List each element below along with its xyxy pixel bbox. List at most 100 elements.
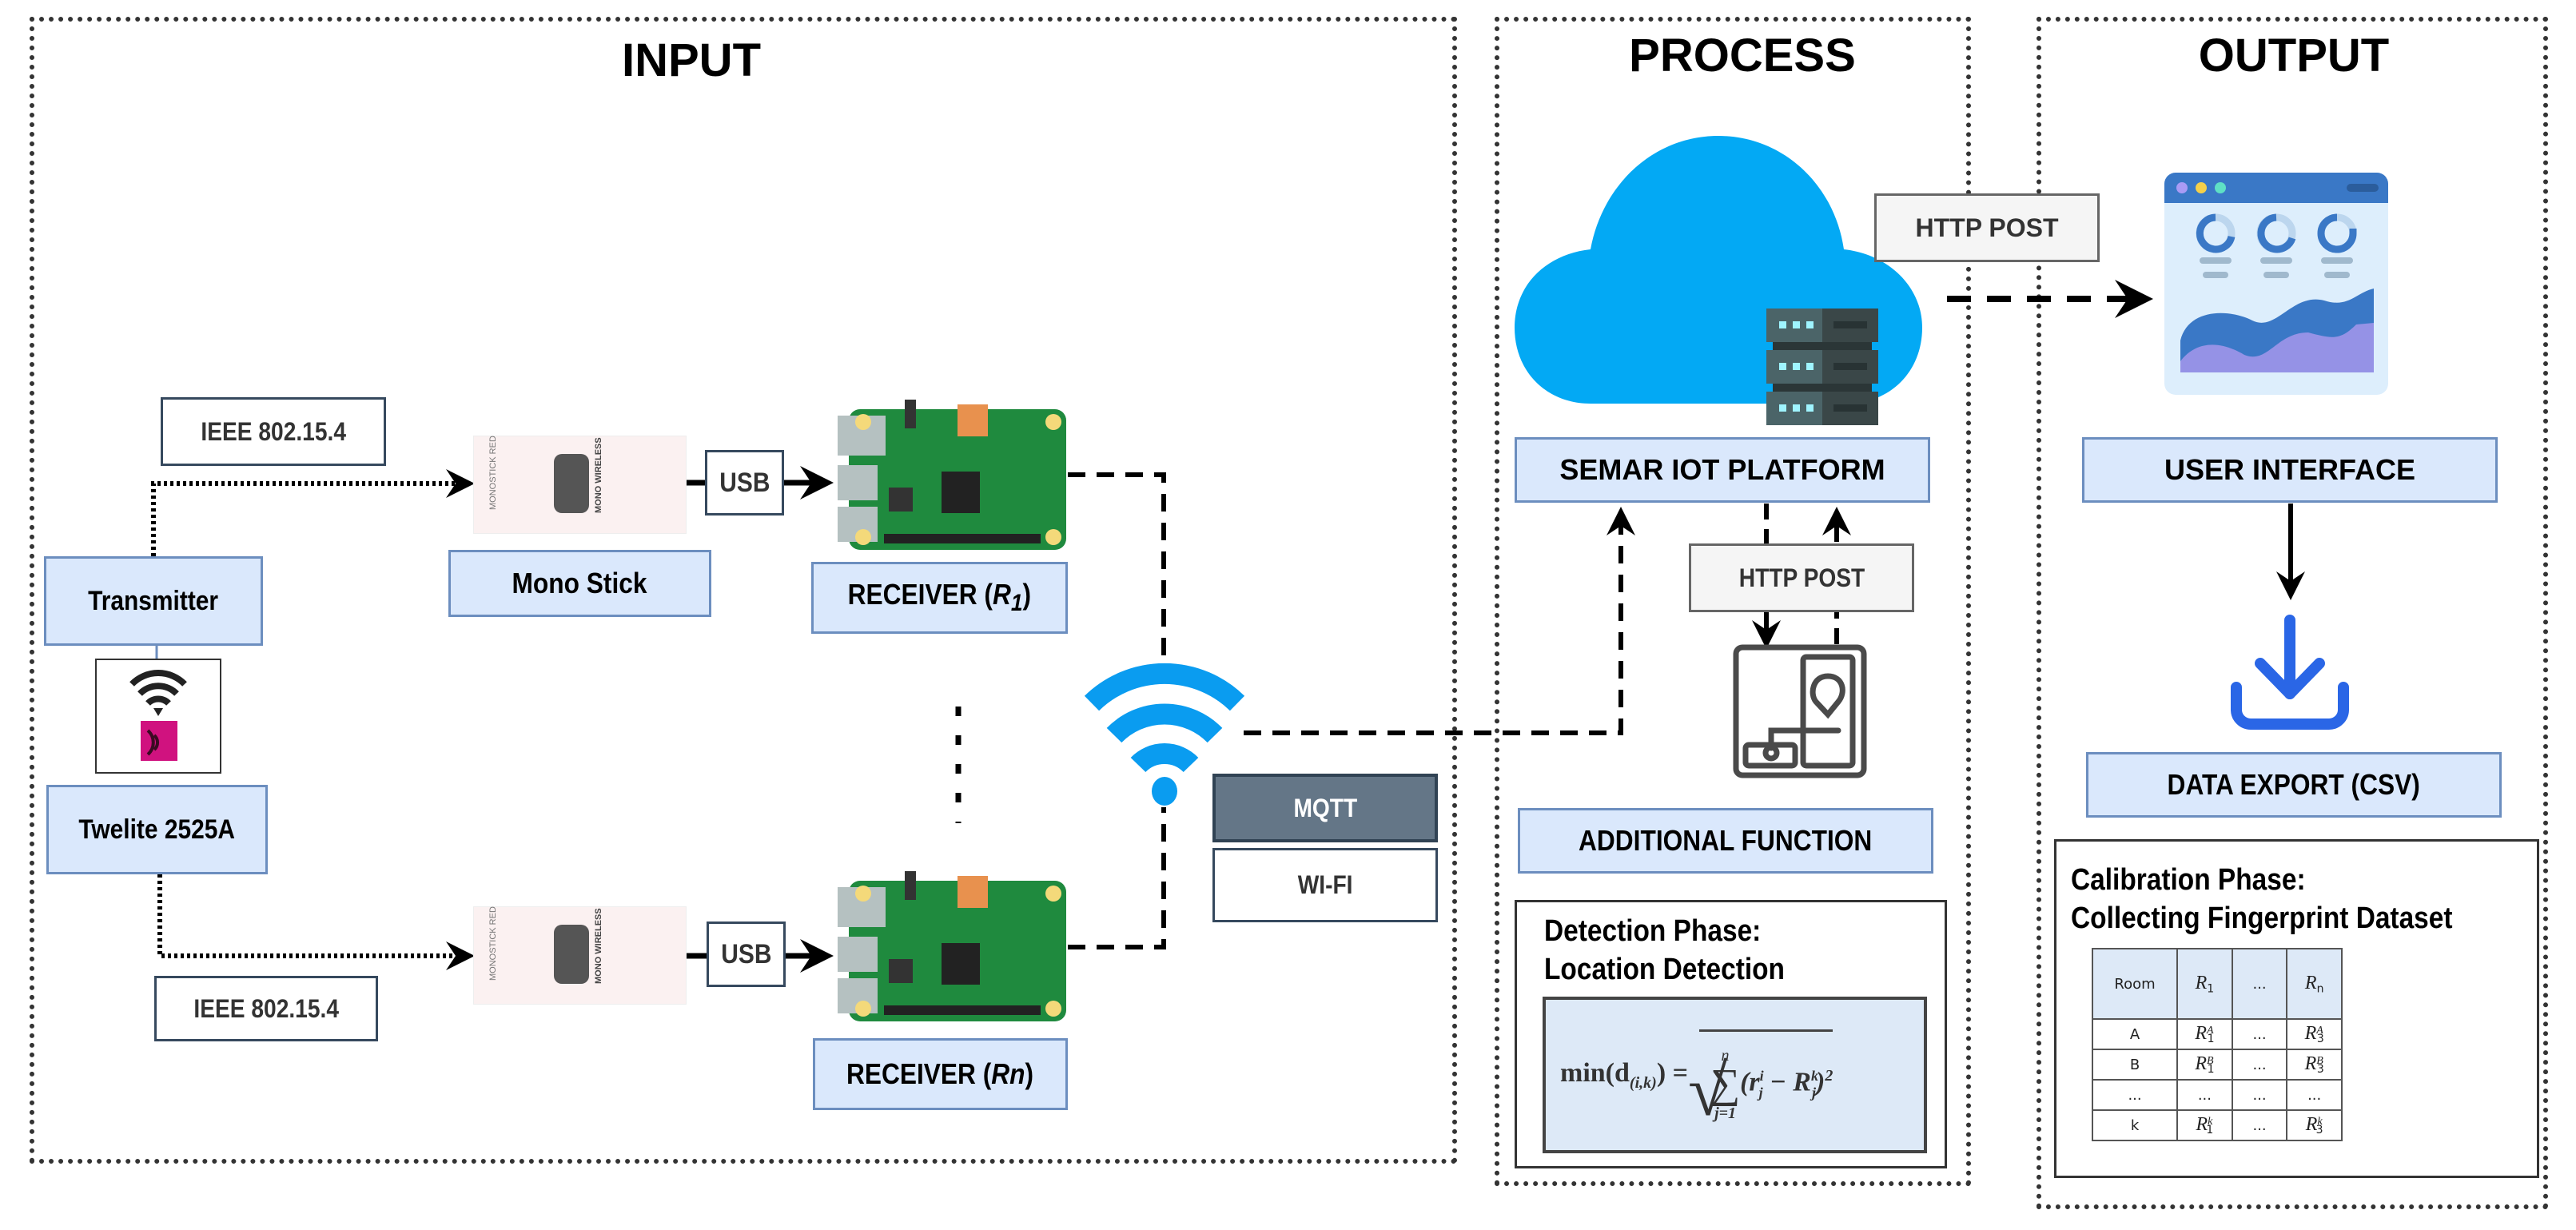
table-cell: Rk3 bbox=[2286, 1109, 2343, 1141]
table-cell: ... bbox=[2231, 1109, 2288, 1141]
detection-phase-title-line1: Detection Phase: bbox=[1544, 914, 1762, 948]
monostick-label: Mono Stick bbox=[448, 550, 711, 617]
table-cell: ... bbox=[2231, 1079, 2288, 1111]
usb-label-bottom-text: USB bbox=[720, 938, 772, 969]
monostick-brand: MONO WIRELESS bbox=[594, 908, 603, 984]
table-cell: RB3 bbox=[2286, 1049, 2343, 1081]
table-cell: ... bbox=[2286, 1079, 2343, 1111]
monostick-print: MONOSTICK RED bbox=[488, 436, 498, 510]
input-title: INPUT bbox=[622, 34, 761, 86]
formula-sqrt: √ n ∑ j=1 (rij − Rkj)2 bbox=[1688, 1029, 1833, 1131]
receiver-1-label: RECEIVER (R1) bbox=[811, 562, 1068, 634]
wifi-icon bbox=[1081, 659, 1248, 807]
link-transmitter-monostick bbox=[151, 469, 475, 556]
http-post-label-internal: HTTP POST bbox=[1689, 543, 1914, 612]
http-post-label-out-text: HTTP POST bbox=[1915, 213, 2059, 242]
table-cell: ... bbox=[2231, 1018, 2288, 1050]
user-interface-label: USER INTERFACE bbox=[2082, 437, 2498, 503]
download-icon bbox=[2230, 614, 2350, 730]
table-row: ............ bbox=[2091, 1079, 2343, 1111]
table-header-cell: R1 bbox=[2176, 948, 2233, 1020]
mqtt-label-text: MQTT bbox=[1293, 793, 1357, 822]
formula-lhs: min(d(i,k)) = bbox=[1560, 1057, 1689, 1092]
usb-label-top-text: USB bbox=[719, 467, 770, 498]
calibration-phase-title: Calibration Phase: Collecting Fingerprin… bbox=[2071, 861, 2534, 937]
additional-function-label: ADDITIONAL FUNCTION bbox=[1518, 808, 1933, 874]
raspberry-pi-board-top bbox=[838, 400, 1068, 551]
additional-function-icon bbox=[1733, 644, 1867, 778]
table-cell: ... bbox=[2091, 1079, 2179, 1111]
location-formula: min(d(i,k)) = √ n ∑ j=1 (rij − Rkj)2 bbox=[1543, 997, 1927, 1153]
receiver-n-label-text: RECEIVER (Rn) bbox=[846, 1057, 1034, 1090]
link-rpin-wifi bbox=[1068, 807, 1166, 949]
calibration-phase-title-line2: Collecting Fingerprint Dataset bbox=[2071, 902, 2453, 935]
data-export-label-text: DATA EXPORT (CSV) bbox=[2167, 768, 2421, 801]
detection-phase-title-line2: Location Detection bbox=[1544, 953, 1785, 986]
monostick-logo-icon bbox=[554, 454, 589, 513]
table-cell: ... bbox=[2176, 1079, 2233, 1111]
wifi-label-text: WI-FI bbox=[1297, 870, 1353, 899]
twelite-chip bbox=[141, 721, 177, 761]
input-panel bbox=[30, 17, 1457, 1164]
table-cell: RA1 bbox=[2176, 1018, 2233, 1050]
wifi-label: WI-FI bbox=[1212, 848, 1438, 922]
http-post-label-out: HTTP POST bbox=[1874, 193, 2100, 262]
link-twelite-monostick bbox=[157, 874, 475, 970]
dashboard-ui-icon bbox=[2164, 173, 2388, 395]
monostick-label-text: Mono Stick bbox=[512, 567, 647, 599]
monostick-print: MONOSTICK RED bbox=[488, 906, 498, 981]
table-cell: RB1 bbox=[2176, 1049, 2233, 1081]
table-header-cell: ... bbox=[2231, 948, 2288, 1020]
protocol-label-bottom-text: IEEE 802.15.4 bbox=[193, 993, 339, 1023]
calibration-phase-title-line1: Calibration Phase: bbox=[2071, 863, 2306, 897]
monostick-device-bottom: MONOSTICK RED MONO WIRELESS bbox=[473, 906, 687, 1005]
signal-icon bbox=[129, 670, 187, 706]
twelite-label: Twelite 2525A bbox=[46, 785, 268, 874]
twelite-device-icon bbox=[95, 659, 221, 774]
protocol-label-bottom: IEEE 802.15.4 bbox=[154, 976, 378, 1041]
http-post-label-internal-text: HTTP POST bbox=[1738, 563, 1865, 592]
process-title: PROCESS bbox=[1629, 30, 1856, 82]
protocol-label-top-text: IEEE 802.15.4 bbox=[201, 416, 346, 446]
formula-body: (rij − Rkj)2 bbox=[1740, 1067, 1833, 1101]
output-panel bbox=[2037, 17, 2548, 1209]
data-export-label: DATA EXPORT (CSV) bbox=[2086, 752, 2502, 818]
formula-sum: n ∑ j=1 bbox=[1710, 1046, 1741, 1122]
additional-function-label-text: ADDITIONAL FUNCTION bbox=[1579, 824, 1873, 857]
receiver-n-label: RECEIVER (Rn) bbox=[813, 1038, 1068, 1110]
table-cell: ... bbox=[2231, 1049, 2288, 1081]
calibration-phase-box: Calibration Phase: Collecting Fingerprin… bbox=[2054, 839, 2539, 1178]
raspberry-pi-board-bottom bbox=[838, 871, 1068, 1023]
table-cell: RA3 bbox=[2286, 1018, 2343, 1050]
monostick-device-top: MONOSTICK RED MONO WIRELESS bbox=[473, 436, 687, 534]
link-rpi1-wifi bbox=[1068, 472, 1166, 663]
semar-platform-label: SEMAR IOT PLATFORM bbox=[1515, 437, 1930, 503]
table-cell: A bbox=[2091, 1018, 2179, 1050]
transmitter-label-text: Transmitter bbox=[88, 585, 219, 616]
table-header-cell: Rn bbox=[2286, 948, 2343, 1020]
table-cell: B bbox=[2091, 1049, 2179, 1081]
table-cell: k bbox=[2091, 1109, 2179, 1141]
output-title: OUTPUT bbox=[2198, 30, 2390, 82]
link-wifi-semar bbox=[1244, 507, 1635, 735]
transmitter-label: Transmitter bbox=[44, 556, 263, 646]
detection-phase-title: Detection Phase: Location Detection bbox=[1544, 912, 1928, 989]
server-icon bbox=[1766, 308, 1878, 427]
table-cell: Rk1 bbox=[2176, 1109, 2233, 1141]
protocol-label-top: IEEE 802.15.4 bbox=[161, 397, 386, 466]
monostick-logo-icon bbox=[554, 925, 589, 984]
twelite-label-text: Twelite 2525A bbox=[78, 814, 236, 845]
receiver-1-label-text: RECEIVER (R1) bbox=[847, 578, 1032, 617]
detection-phase-box: Detection Phase: Location Detection min(… bbox=[1515, 900, 1947, 1168]
monostick-brand: MONO WIRELESS bbox=[594, 437, 603, 513]
usb-label-top: USB bbox=[705, 450, 784, 515]
process-panel bbox=[1495, 17, 1971, 1186]
table-header-cell: Room bbox=[2091, 948, 2179, 1020]
semar-platform-label-text: SEMAR IOT PLATFORM bbox=[1559, 453, 1885, 486]
